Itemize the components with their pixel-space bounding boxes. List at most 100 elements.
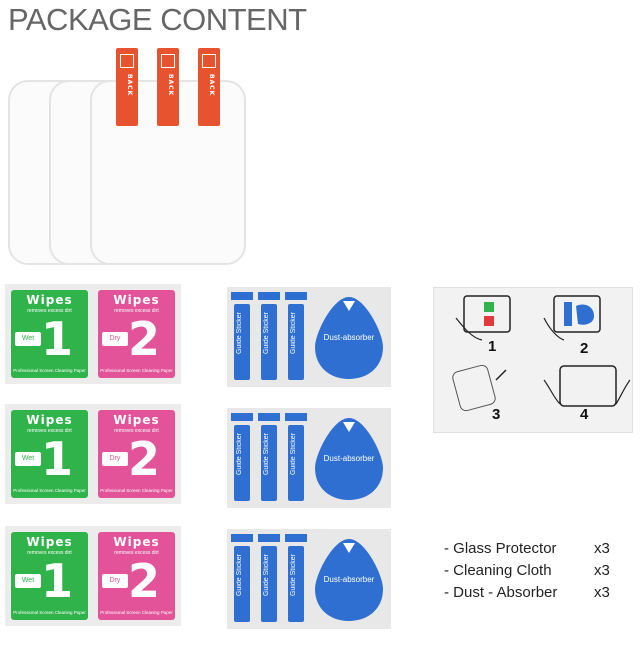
wet-label: Wet — [15, 452, 41, 466]
dust-absorber: Dust-absorber — [313, 295, 385, 381]
sticker-sheet: Guide Sticker Guide Sticker Guide Sticke… — [227, 408, 391, 508]
wipe-heading: Wipes — [26, 535, 73, 549]
wipe-footer: Professional Screen Cleaning Paper — [13, 610, 86, 615]
wipes-card: Wipes removes excess dirt Wet 1 Professi… — [5, 284, 181, 384]
wipe-subheading: removes excess dirt — [114, 308, 159, 314]
tab-box-icon — [202, 54, 216, 68]
dust-absorber-shape-icon — [315, 297, 383, 379]
guide-sticker-label: Guide Sticker — [290, 554, 297, 597]
wet-label: Wet — [15, 574, 41, 588]
sticker-tag — [285, 534, 307, 542]
list-item-qty: x3 — [594, 562, 610, 579]
wipe-number: 1 — [41, 312, 74, 366]
sticker-tag — [258, 292, 280, 300]
step-number: 4 — [580, 406, 589, 423]
wipe-heading: Wipes — [113, 535, 160, 549]
glass-tab: BACK — [116, 48, 138, 126]
sticker-tag — [258, 534, 280, 542]
wipe-number: 2 — [128, 554, 161, 608]
wipe-footer: Professional Screen Cleaning Paper — [13, 488, 86, 493]
dust-absorber-shape-icon — [315, 539, 383, 621]
guide-sticker: Guide Sticker — [234, 304, 250, 380]
guide-sticker-label: Guide Sticker — [263, 554, 270, 597]
sticker-sheet: Guide Sticker Guide Sticker Guide Sticke… — [227, 529, 391, 629]
guide-sticker: Guide Sticker — [234, 425, 250, 501]
wipe-footer: Professional Screen Cleaning Paper — [100, 610, 173, 615]
wet-wipe: Wipes removes excess dirt Wet 1 Professi… — [11, 290, 88, 378]
list-item-name: - Cleaning Cloth — [444, 562, 552, 579]
wipe-footer: Professional Screen Cleaning Paper — [100, 368, 173, 373]
list-item-name: - Glass Protector — [444, 540, 557, 557]
wet-wipe: Wipes removes excess dirt Wet 1 Professi… — [11, 532, 88, 620]
wipe-number: 1 — [41, 432, 74, 486]
dust-absorber-shape-icon — [315, 418, 383, 500]
wipes-card: Wipes removes excess dirt Wet 1 Professi… — [5, 404, 181, 504]
guide-sticker: Guide Sticker — [261, 425, 277, 501]
dust-absorber: Dust-absorber — [313, 416, 385, 502]
guide-sticker: Guide Sticker — [288, 304, 304, 380]
guide-sticker-label: Guide Sticker — [236, 433, 243, 476]
wipe-number: 1 — [41, 554, 74, 608]
dry-wipe: Wipes removes excess dirt Dry 2 Professi… — [98, 410, 175, 498]
wipe-number: 2 — [128, 312, 161, 366]
sticker-tag — [231, 534, 253, 542]
guide-sticker: Guide Sticker — [234, 546, 250, 622]
tab-box-icon — [161, 54, 175, 68]
guide-sticker: Guide Sticker — [288, 425, 304, 501]
guide-sticker-label: Guide Sticker — [236, 554, 243, 597]
dry-wipe: Wipes removes excess dirt Dry 2 Professi… — [98, 532, 175, 620]
sticker-tag — [285, 413, 307, 421]
guide-sticker-label: Guide Sticker — [290, 312, 297, 355]
dust-absorber-label: Dust-absorber — [323, 575, 375, 584]
wipe-footer: Professional Screen Cleaning Paper — [100, 488, 173, 493]
wipe-number: 2 — [128, 432, 161, 486]
guide-sticker: Guide Sticker — [288, 546, 304, 622]
tab-label: BACK — [208, 74, 215, 97]
wet-label: Wet — [15, 332, 41, 346]
step-number: 3 — [492, 406, 501, 423]
guide-sticker-label: Guide Sticker — [290, 433, 297, 476]
dust-absorber: Dust-absorber — [313, 537, 385, 623]
page-title: PACKAGE CONTENT — [8, 2, 307, 37]
wipe-footer: Professional Screen Cleaning Paper — [13, 368, 86, 373]
tab-label: BACK — [126, 74, 133, 97]
wipe-subheading: removes excess dirt — [27, 550, 72, 556]
dry-label: Dry — [102, 574, 128, 588]
sticker-tag — [258, 413, 280, 421]
tab-label: BACK — [167, 74, 174, 97]
dust-absorber-label: Dust-absorber — [323, 333, 375, 342]
instruction-diagram: 1 2 3 4 — [433, 287, 633, 433]
glass-tab: BACK — [157, 48, 179, 126]
wipe-heading: Wipes — [113, 293, 160, 307]
dry-label: Dry — [102, 332, 128, 346]
list-item-qty: x3 — [594, 584, 610, 601]
wipe-heading: Wipes — [26, 413, 73, 427]
guide-sticker: Guide Sticker — [261, 546, 277, 622]
wipe-heading: Wipes — [26, 293, 73, 307]
wet-wipe: Wipes removes excess dirt Wet 1 Professi… — [11, 410, 88, 498]
guide-sticker-label: Guide Sticker — [263, 312, 270, 355]
sticker-tag — [231, 413, 253, 421]
guide-sticker-label: Guide Sticker — [236, 312, 243, 355]
wipe-heading: Wipes — [113, 413, 160, 427]
list-item-qty: x3 — [594, 540, 610, 557]
glass-tab: BACK — [198, 48, 220, 126]
wipe-subheading: removes excess dirt — [114, 550, 159, 556]
guide-sticker-label: Guide Sticker — [263, 433, 270, 476]
dry-label: Dry — [102, 452, 128, 466]
instruction-illustration-icon — [452, 295, 631, 412]
dry-wipe: Wipes removes excess dirt Dry 2 Professi… — [98, 290, 175, 378]
guide-sticker: Guide Sticker — [261, 304, 277, 380]
wipe-subheading: removes excess dirt — [27, 308, 72, 314]
wipe-subheading: removes excess dirt — [27, 428, 72, 434]
step-number: 1 — [488, 338, 497, 355]
sticker-tag — [231, 292, 253, 300]
dust-absorber-label: Dust-absorber — [323, 454, 375, 463]
step-number: 2 — [580, 340, 589, 357]
wipe-subheading: removes excess dirt — [114, 428, 159, 434]
sticker-tag — [285, 292, 307, 300]
sticker-sheet: Guide Sticker Guide Sticker Guide Sticke… — [227, 287, 391, 387]
wipes-card: Wipes removes excess dirt Wet 1 Professi… — [5, 526, 181, 626]
list-item-name: - Dust - Absorber — [444, 584, 558, 601]
tab-box-icon — [120, 54, 134, 68]
